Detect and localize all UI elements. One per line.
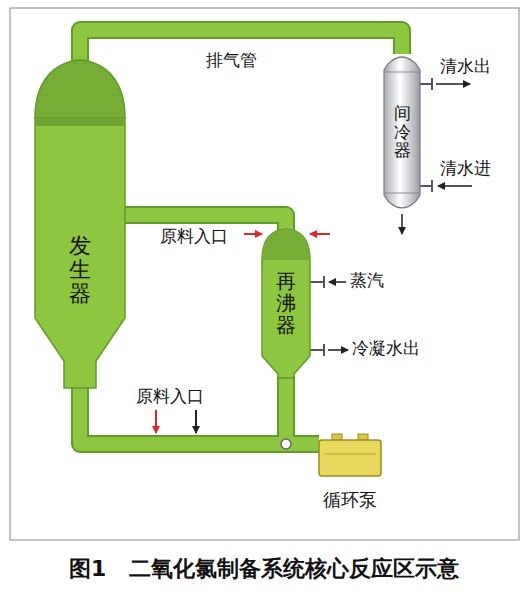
cooler-shell — [384, 57, 420, 208]
reboiler-body — [262, 229, 310, 378]
stream-label: 清水进 — [440, 158, 491, 178]
cooler-seam — [384, 193, 420, 194]
pipe-fills — [80, 30, 402, 444]
intercooler: 间冷器 — [384, 50, 420, 215]
pipe — [286, 376, 319, 444]
figure-caption: 图1 二氧化氯制备系统核心反应区示意 — [69, 556, 459, 582]
reboiler-nozzles — [310, 276, 348, 356]
pipe-label: 排气管 — [206, 50, 257, 70]
stream-label: 原料入口 — [136, 386, 204, 406]
pipe-outlines — [80, 30, 402, 444]
pump-label: 循环泵 — [323, 488, 377, 512]
circulation-pump: 循环泵 — [318, 430, 382, 516]
stream-label: 蒸汽 — [350, 270, 384, 290]
vessel-dome — [35, 60, 125, 118]
frame — [10, 8, 519, 540]
pipe-junction — [281, 439, 291, 449]
pump-line — [324, 454, 376, 455]
generator-vessel: 发生器 — [35, 56, 125, 388]
stream-label: 原料入口 — [160, 226, 228, 246]
pipe-fill — [286, 376, 319, 444]
stream-label: 清水出 — [440, 56, 491, 76]
node-outline — [35, 56, 125, 388]
vessel-label: 发生器 — [69, 234, 91, 307]
pipe — [80, 386, 319, 444]
pipe-outline — [286, 376, 319, 444]
vessel-band — [35, 118, 125, 126]
reboiler: 再沸器 — [262, 228, 310, 378]
pipe-fill — [80, 386, 319, 444]
reboiler-cap — [262, 229, 310, 260]
vessel-body — [35, 118, 125, 388]
vessel-label: 再沸器 — [276, 270, 296, 336]
vessel-label: 间冷器 — [394, 104, 411, 160]
stream-label: 冷凝水出 — [352, 338, 420, 358]
pump-body — [319, 440, 381, 476]
cooler-seam — [384, 72, 420, 73]
